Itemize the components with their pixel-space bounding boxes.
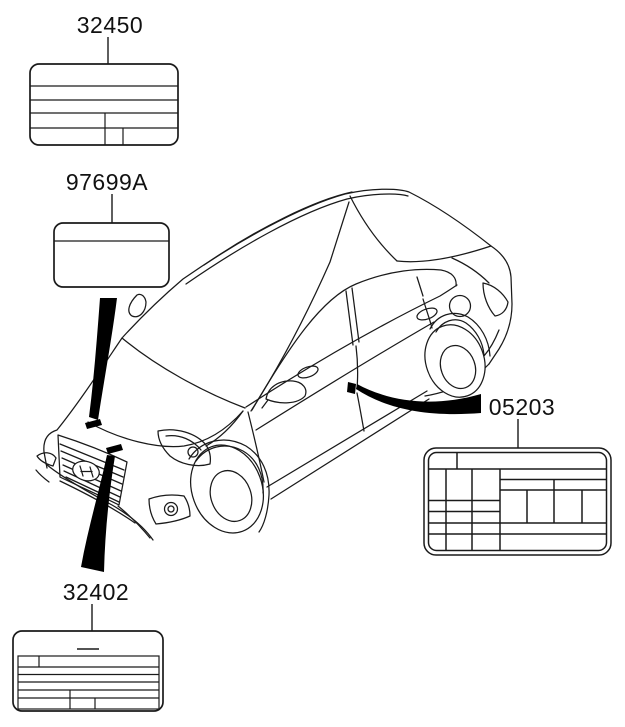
pointer-swoosh-32402 <box>81 455 115 572</box>
rocker-line-lower <box>270 398 430 500</box>
front-door-front-edge <box>247 411 265 483</box>
c-pillar <box>349 195 398 262</box>
side-mirror <box>265 380 307 404</box>
fender-cut-line <box>205 410 244 447</box>
label-diagram-97699A <box>53 222 170 288</box>
tail-lamp <box>482 282 509 317</box>
rear-wheel-arch-inner <box>435 319 485 356</box>
roof-rail-inner <box>185 193 409 285</box>
rear-wheel-rim <box>439 344 477 390</box>
label-diagram-32450 <box>29 63 179 146</box>
front-door-rear-edge-lower <box>356 392 365 432</box>
label-diagram-05203 <box>423 447 612 556</box>
label-diagram-32402 <box>12 630 164 712</box>
label-location-mark-cowl <box>85 419 102 429</box>
label-location-mark-door <box>347 382 356 394</box>
far-bumper-line <box>35 469 50 483</box>
headlight <box>157 429 211 467</box>
door-crease-line <box>255 321 435 431</box>
grille-outline <box>57 434 128 506</box>
rear-bumper-crease <box>483 329 500 357</box>
b-pillar-rear-edge <box>351 287 360 343</box>
fog-lamp-bulb <box>167 505 175 513</box>
headlight-inner-line <box>165 434 202 451</box>
rear-door-handle <box>416 307 438 321</box>
part-number-32450: 32450 <box>77 12 143 38</box>
fog-lamp-ring <box>163 501 179 517</box>
front-bumper-lower-edge <box>45 463 154 541</box>
far-side-headlight <box>36 452 57 467</box>
trunk-crease <box>451 257 490 284</box>
fog-lamp <box>148 494 191 525</box>
pointer-swoosh-05203 <box>356 384 481 415</box>
fuel-door <box>448 294 472 318</box>
cowl-line <box>87 410 244 448</box>
a-pillar-inner <box>250 201 350 412</box>
front-wheel-arch-inner <box>195 445 264 494</box>
rear-tire <box>424 324 486 398</box>
rear-door-divider-upper <box>416 276 424 297</box>
b-pillar-front-edge <box>345 290 354 346</box>
side-mirror-base <box>261 399 269 409</box>
part-number-05203: 05203 <box>489 394 555 420</box>
part-number-32402: 32402 <box>63 579 129 605</box>
vehicle-illustration <box>35 188 513 541</box>
rear-glass-bottom <box>396 245 492 263</box>
hyundai-logo-h <box>79 465 94 478</box>
part-number-97699A: 97699A <box>66 169 148 195</box>
front-door-handle <box>297 365 319 379</box>
window-top-frame <box>251 268 457 411</box>
roof-seam <box>203 191 353 266</box>
bumper-corner-line <box>117 505 151 539</box>
headlight-projector <box>187 446 199 458</box>
front-wheel-rim <box>209 470 253 522</box>
rear-wheel-arch-outer <box>429 312 491 357</box>
pointer-swoosh-97699A <box>89 298 117 420</box>
front-tire <box>190 444 264 534</box>
label-location-mark-hood <box>106 444 123 454</box>
windshield-base <box>121 337 246 409</box>
front-wheel-arch-outer <box>188 439 270 533</box>
antenna-teardrop <box>128 293 147 318</box>
